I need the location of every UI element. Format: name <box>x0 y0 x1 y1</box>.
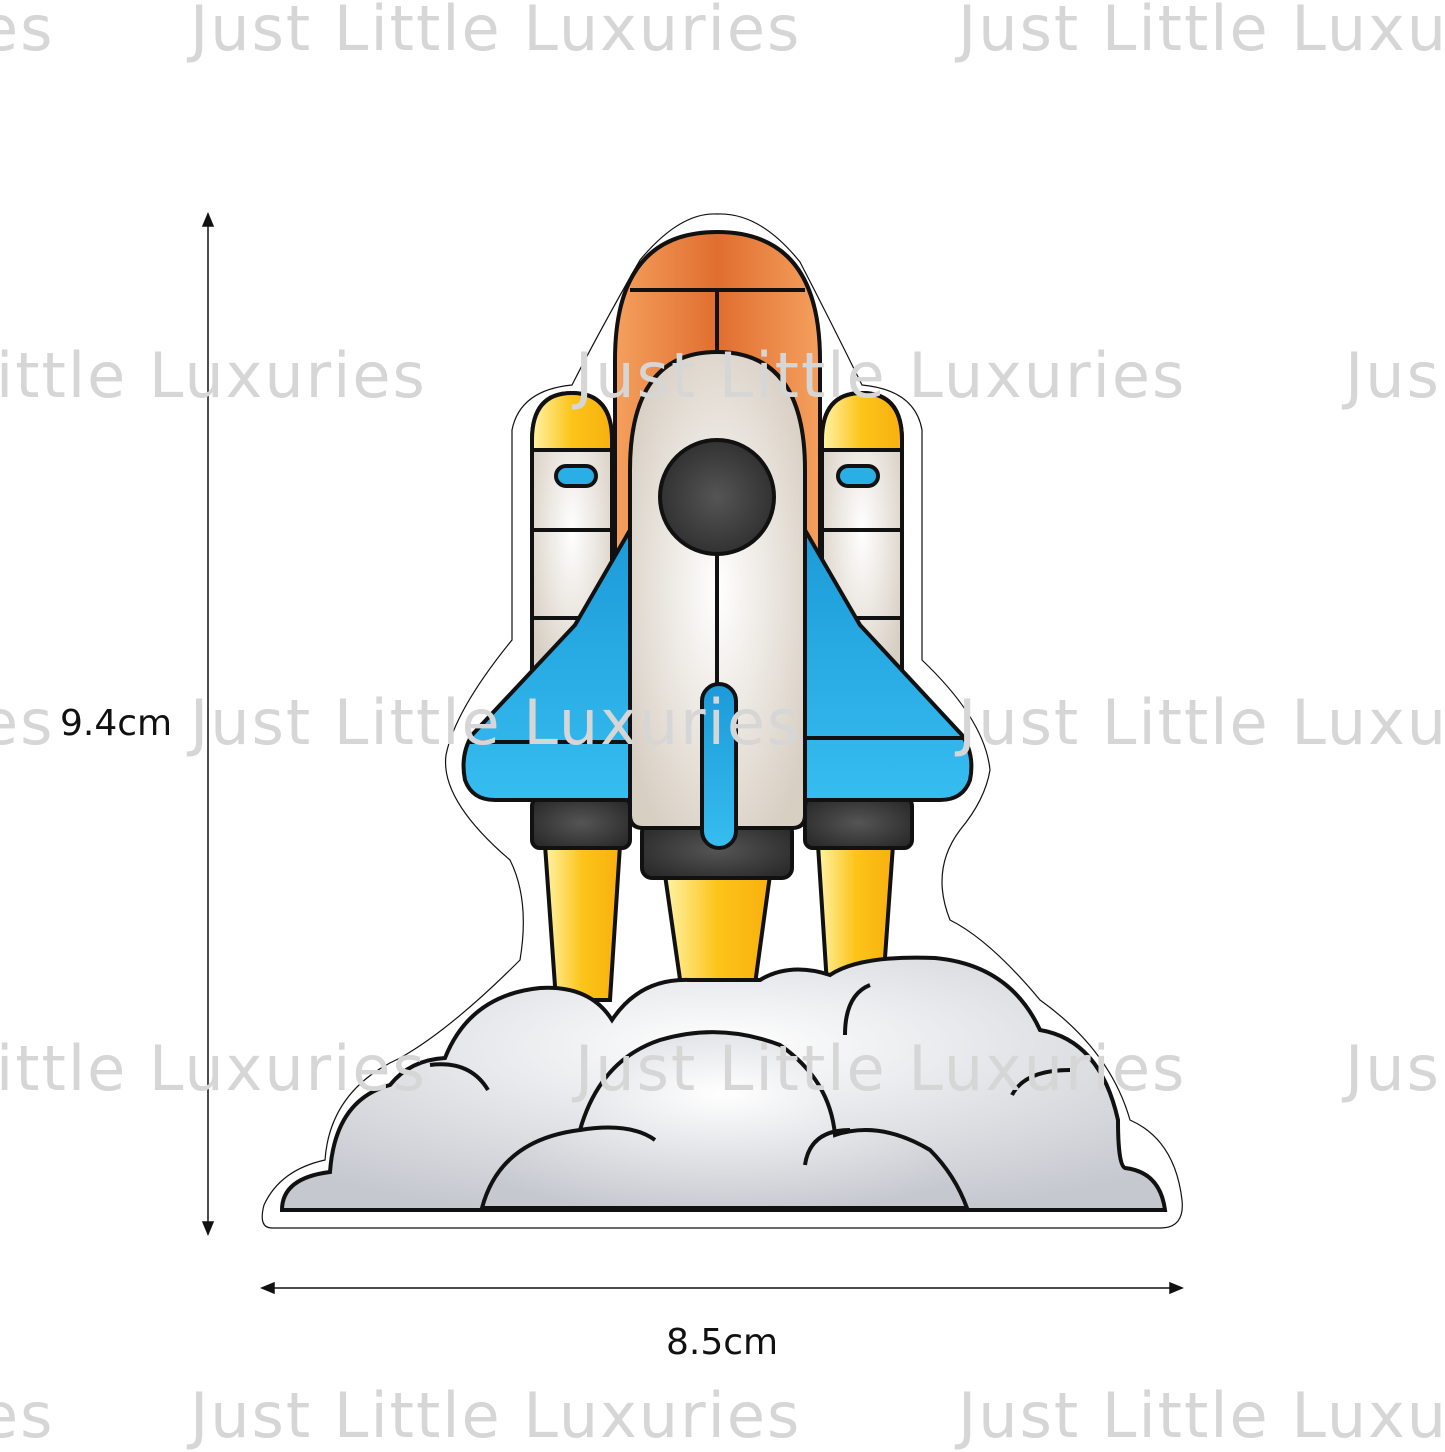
width-label: 8.5cm <box>666 1322 779 1363</box>
watermark-text: Jus <box>1345 339 1441 412</box>
watermark-text: ittle Luxuries <box>0 339 427 412</box>
watermark-text: Just Little Luxuries <box>190 0 802 65</box>
watermark-text: Jus <box>1345 1032 1441 1105</box>
height-label: 9.4cm <box>60 703 173 744</box>
watermark-text: Just Little Luxuries <box>190 1379 802 1452</box>
watermark-text: Just Little Luxuries <box>575 1032 1187 1105</box>
smoke-clouds <box>279 955 1168 1212</box>
watermark-text: es <box>0 1379 55 1452</box>
watermark-text: Just Little Luxu <box>958 686 1445 759</box>
watermark-text: Just Little Luxu <box>958 1379 1445 1452</box>
watermark-text: es <box>0 0 55 65</box>
shuttle-wings <box>461 522 974 802</box>
watermark-text: Just Little Luxu <box>958 0 1445 65</box>
height-dimension-arrow <box>201 212 215 1236</box>
watermark-text: es <box>0 686 55 759</box>
width-dimension-arrow <box>260 1281 1184 1295</box>
watermark-text: ittle Luxuries <box>0 1032 427 1105</box>
watermark-text: Just Little Luxuries <box>190 686 802 759</box>
orbiter-body <box>628 349 807 850</box>
watermark-text: Just Little Luxuries <box>575 339 1187 412</box>
